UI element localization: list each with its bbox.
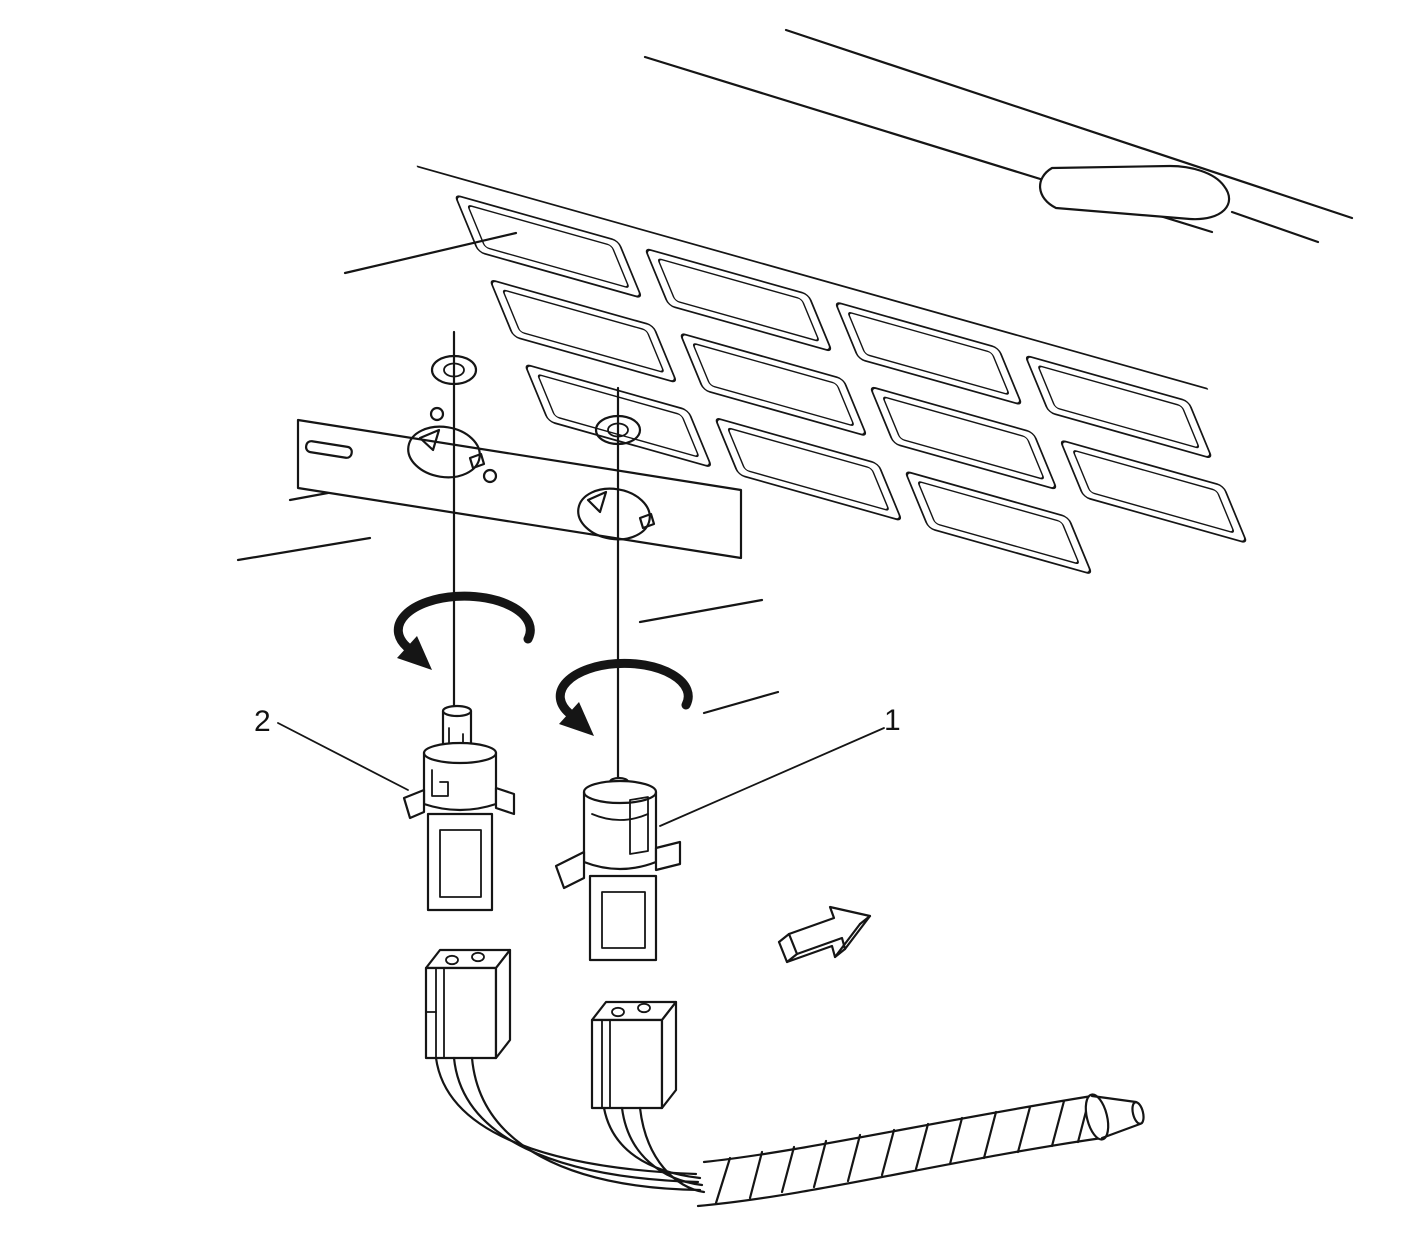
- panel-edge: [343, 231, 518, 275]
- harness-end-cap: [1131, 1101, 1145, 1125]
- harness-bottom-edge: [696, 1136, 1104, 1208]
- rotation-arrow-right: [555, 658, 693, 736]
- keyhole-tab: [468, 452, 486, 470]
- keyhole-tab: [638, 512, 656, 530]
- terminal-hole: [471, 951, 485, 963]
- bayonet-lug-detail: [431, 769, 449, 797]
- wire: [638, 1106, 706, 1194]
- trim-edge-line: [1230, 210, 1320, 244]
- trim-panel: [643, 28, 1354, 244]
- panel-edge-lines: [236, 231, 780, 715]
- socket-cylinder-top: [582, 779, 658, 805]
- grid-slot: [525, 364, 711, 467]
- trim-edge-line: [784, 28, 1354, 220]
- grid-slot: [1025, 355, 1212, 458]
- grid-slot: [490, 279, 677, 383]
- plate-slot: [304, 440, 353, 459]
- grid-slot: [645, 248, 832, 352]
- socket-lower-face: [601, 891, 646, 949]
- terminal-hole: [611, 1006, 625, 1018]
- wire: [620, 1106, 704, 1187]
- panel-edge: [638, 598, 764, 624]
- left-bulb-socket: [402, 704, 702, 1192]
- right-bulb-socket: [554, 776, 706, 1194]
- socket-body-bottom: [422, 802, 498, 812]
- grid-slot: [1060, 440, 1247, 543]
- grid-slot: [835, 302, 1022, 405]
- rotation-arc: [393, 591, 535, 652]
- rotation-arrowhead-icon: [559, 702, 594, 736]
- socket-flange-right: [494, 786, 516, 816]
- cylinder-flat-detail: [629, 796, 649, 855]
- wiring-harness: [696, 1093, 1145, 1208]
- socket-lower-face: [439, 829, 482, 898]
- cylinder-seam: [591, 813, 649, 821]
- grille-edge: [416, 165, 1209, 390]
- grid-slot: [715, 418, 902, 521]
- harness-top-edge: [702, 1094, 1094, 1164]
- grid-slot: [870, 386, 1057, 490]
- connector-side-face: [494, 948, 512, 1060]
- rotation-arrow-left: [393, 591, 535, 670]
- wire: [470, 1056, 702, 1192]
- socket-flange-left: [402, 788, 426, 820]
- trim-opening: [1039, 164, 1231, 221]
- socket-lower-body: [426, 812, 494, 912]
- plate-outline: [296, 418, 743, 560]
- rotation-arrowhead-icon: [397, 636, 432, 670]
- bulb-tip: [441, 704, 473, 718]
- grid-slot: [905, 471, 1092, 574]
- left-connector: [424, 948, 512, 1060]
- rotation-arc: [555, 658, 693, 718]
- arrow-face: [787, 905, 872, 956]
- callout-leader-2: [277, 722, 409, 791]
- callout-label-1: 1: [884, 704, 901, 737]
- panel-edge: [702, 690, 780, 715]
- callout-leader-1: [659, 727, 885, 827]
- panel-edge: [236, 536, 372, 562]
- socket-cylinder-bottom: [582, 860, 658, 871]
- keyhole-notch: [418, 428, 441, 452]
- alignment-holes: [430, 354, 642, 446]
- socket-body-top: [422, 741, 498, 765]
- left-connector-wires: [434, 1056, 702, 1192]
- plate-hole: [482, 468, 498, 484]
- terminal-hole: [445, 954, 459, 966]
- direction-arrow-icon: [777, 905, 872, 964]
- arrow-depth: [777, 922, 862, 964]
- socket-lower-body: [588, 874, 658, 962]
- grid-slot: [680, 333, 867, 436]
- socket-flange-right: [654, 840, 682, 872]
- wire: [602, 1106, 702, 1180]
- terminal-hole: [637, 1002, 651, 1014]
- mounting-plate: [296, 406, 743, 560]
- keyhole-notch: [586, 490, 608, 514]
- right-connector: [590, 1000, 678, 1110]
- right-connector-wires: [602, 1106, 706, 1194]
- callouts: 2 1: [254, 704, 901, 827]
- harness-wrap-end: [1084, 1093, 1110, 1141]
- plate-hole: [429, 406, 445, 422]
- grid-slot: [455, 195, 642, 298]
- callout-label-2: 2: [254, 705, 271, 738]
- socket-flange-left: [554, 850, 586, 890]
- connector-side-face: [660, 1000, 678, 1110]
- keyhole-slot-left: [407, 425, 486, 479]
- grille: [416, 165, 1247, 574]
